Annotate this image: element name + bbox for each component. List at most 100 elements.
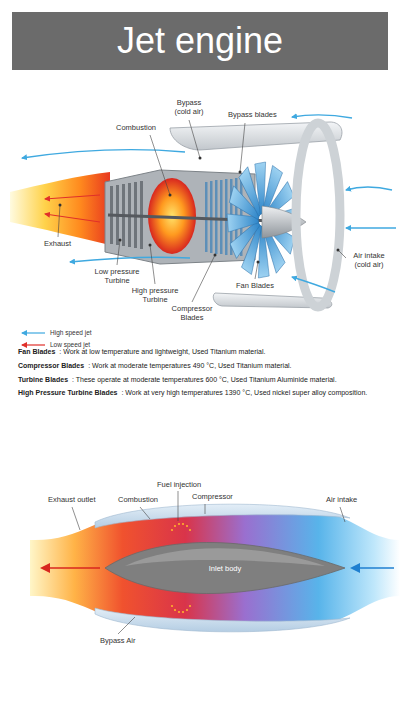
inlet-body-outline bbox=[105, 542, 345, 593]
leader-dots bbox=[257, 261, 260, 264]
low-speed-jet-arrow bbox=[45, 214, 100, 222]
leader-lines bbox=[72, 491, 345, 634]
leader-lines bbox=[192, 255, 215, 302]
fuel-injection-spray bbox=[182, 523, 184, 525]
fuel-injection-spray bbox=[178, 611, 180, 613]
note-term: High Pressure Turbine Blades bbox=[18, 389, 117, 396]
part-label: High pressure Turbine bbox=[128, 287, 182, 304]
outer-casing bbox=[95, 608, 350, 632]
compressor-blades bbox=[205, 182, 208, 252]
part-label: Air intake bbox=[326, 496, 357, 505]
note-row: Fan Blades : Work at low temperature and … bbox=[18, 348, 386, 357]
part-label: Exhaust bbox=[44, 240, 71, 249]
leader-dots bbox=[59, 157, 340, 264]
part-label: Air intake (cold air) bbox=[348, 252, 390, 269]
air-flow bbox=[30, 512, 400, 624]
note-row: High Pressure Turbine Blades : Work at ve… bbox=[18, 389, 386, 398]
compressor-blades bbox=[225, 179, 228, 255]
high-speed-jet-arrows bbox=[346, 227, 396, 228]
intake-lip bbox=[296, 123, 340, 307]
leader-dots bbox=[199, 157, 202, 160]
legend-row: High speed jet bbox=[50, 327, 92, 339]
leader-dots bbox=[214, 254, 217, 257]
fuel-injection-spray bbox=[178, 523, 180, 525]
compressor-blades bbox=[220, 180, 223, 254]
outer-casing bbox=[95, 504, 350, 528]
high-speed-jet-arrows bbox=[22, 115, 396, 292]
fuel-injection-spray bbox=[171, 605, 173, 607]
leader-lines bbox=[72, 507, 80, 530]
inlet-body-highlight bbox=[125, 548, 325, 566]
leader-lines bbox=[58, 120, 346, 302]
low-speed-jet-arrow bbox=[45, 195, 100, 199]
intake-arrow bbox=[352, 567, 394, 569]
fuel-injection-spray bbox=[182, 611, 184, 613]
part-label: Bypass (cold air) bbox=[170, 99, 208, 116]
exhaust-flame bbox=[10, 172, 110, 245]
title-banner bbox=[12, 12, 388, 70]
ramjet-section bbox=[30, 491, 400, 634]
note-text: : Work at very high temperatures 1390 °C… bbox=[121, 389, 367, 396]
turbofan-cutaway bbox=[10, 115, 396, 308]
fuel-injection-spray bbox=[171, 529, 173, 531]
legend-text: High speed jet bbox=[50, 329, 92, 336]
leader-lines bbox=[189, 120, 200, 158]
leader-lines bbox=[58, 205, 60, 237]
leader-lines bbox=[117, 240, 120, 265]
compressor-blades bbox=[210, 181, 213, 253]
part-label: Compressor Blades bbox=[170, 305, 214, 322]
part-label: Fan Blades bbox=[236, 282, 274, 291]
fuel-injection-spray bbox=[186, 609, 188, 611]
part-label: Fuel injection bbox=[157, 481, 201, 490]
leader-lines bbox=[178, 491, 179, 521]
part-label: Low pressure Turbine bbox=[92, 268, 142, 285]
high-speed-jet-arrows bbox=[346, 187, 392, 190]
note-term: Turbine Blades bbox=[18, 376, 68, 383]
leader-lines bbox=[340, 507, 345, 522]
leader-dots bbox=[337, 249, 340, 252]
legend-sample-red bbox=[22, 344, 45, 345]
exhaust-arrow bbox=[42, 567, 100, 569]
fuel-injection-spray bbox=[189, 529, 191, 531]
part-label: Bypass Air bbox=[100, 637, 135, 646]
leader-dots bbox=[149, 244, 152, 247]
title-text: Jet engine bbox=[12, 12, 388, 70]
high-speed-jet-arrows bbox=[22, 150, 185, 158]
leader-lines bbox=[255, 262, 258, 279]
leader-lines bbox=[205, 504, 206, 514]
note-text: : Work at moderate temperatures 490 °C, … bbox=[88, 362, 291, 369]
leader-lines bbox=[240, 123, 245, 172]
legend-text: Low speed jet bbox=[50, 341, 90, 348]
leader-lines bbox=[338, 250, 346, 258]
part-label: Exhaust outlet bbox=[48, 496, 96, 505]
high-speed-jet-arrows bbox=[292, 277, 335, 292]
fuel-injection-spray bbox=[186, 525, 188, 527]
note-term: Fan Blades bbox=[18, 348, 55, 355]
fuel-injection-spray bbox=[174, 525, 176, 527]
notes-block: Fan Blades : Work at low temperature and … bbox=[18, 348, 386, 403]
part-label: Combustion bbox=[118, 496, 158, 505]
inlet-body-shape: Inlet body bbox=[105, 533, 345, 603]
leader-lines bbox=[140, 507, 150, 519]
legend-samples bbox=[22, 333, 45, 345]
leader-dots bbox=[239, 171, 242, 174]
legend-sample-blue bbox=[22, 332, 45, 333]
fuel-injection-spray bbox=[189, 605, 191, 607]
note-row: Turbine Blades : These operate at moderat… bbox=[18, 376, 386, 385]
compressor-blades bbox=[215, 180, 218, 254]
part-label: Combustion bbox=[116, 124, 156, 133]
leader-dots bbox=[59, 204, 62, 207]
leader-dots bbox=[119, 239, 122, 242]
legend: High speed jetLow speed jet bbox=[50, 327, 92, 351]
leader-lines bbox=[150, 245, 155, 284]
note-text: : These operate at moderate temperatures… bbox=[72, 376, 337, 383]
note-text: : Work at low temperature and lightweigh… bbox=[59, 348, 265, 355]
part-label: Bypass blades bbox=[228, 111, 277, 120]
leader-lines bbox=[150, 135, 170, 195]
leader-dots bbox=[169, 194, 172, 197]
node-label: Inlet body bbox=[209, 564, 242, 573]
note-term: Compressor Blades bbox=[18, 362, 84, 369]
fuel-injection-spray bbox=[174, 609, 176, 611]
high-speed-jet-arrows bbox=[292, 115, 352, 118]
